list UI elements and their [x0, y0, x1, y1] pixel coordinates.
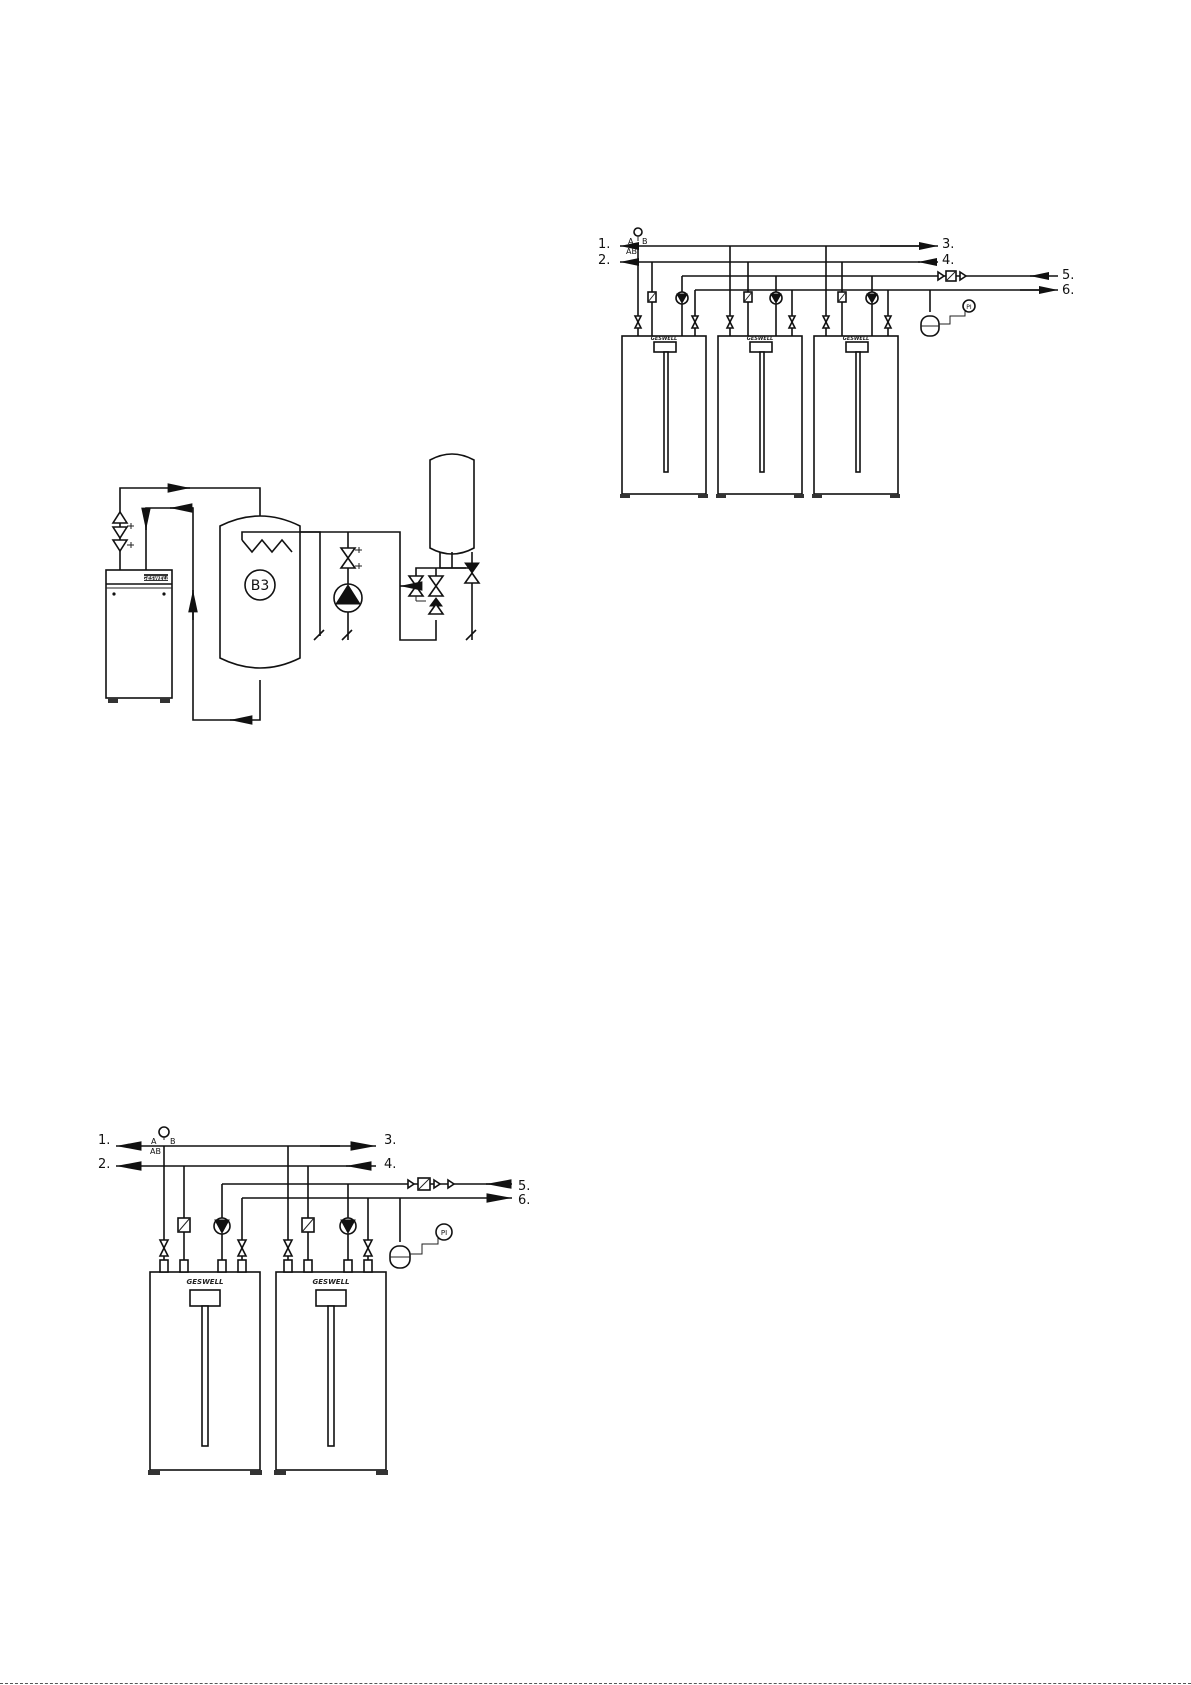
- line-label-4: 4.: [942, 253, 954, 268]
- line-label-3: 3.: [384, 1133, 396, 1148]
- shutoff-valve-icon: [341, 548, 355, 568]
- pressure-gauge-label: PI: [441, 1229, 447, 1237]
- unit-1-connections: [648, 262, 688, 336]
- line-label-1: 1.: [98, 1133, 110, 1148]
- buffer-tank-b3: B3: [220, 516, 320, 668]
- mixing-valve-icon: [465, 563, 479, 583]
- dhw-tank: [430, 454, 474, 554]
- line-label-2: 2.: [98, 1157, 110, 1172]
- unit-2-connections: [288, 1146, 368, 1272]
- valve-port-ab: AB: [150, 1147, 161, 1156]
- line-label-5: 5.: [518, 1179, 530, 1194]
- heat-pump-unit-1: GESWELL: [148, 1272, 262, 1475]
- diagram-three-unit-cascade: 1. 2. 3. 4. 5. 6. A B AB PI GESWE: [620, 236, 1080, 516]
- valve-actuator-icon: [159, 1127, 169, 1137]
- brand-logo: GESWELL: [747, 336, 773, 342]
- brand-logo: GESWELL: [313, 1278, 350, 1286]
- check-valve-pair-icon: [429, 576, 443, 614]
- heat-pump-unit-2: GESWELL: [274, 1272, 388, 1475]
- unit-1-connections: [178, 1166, 242, 1272]
- valve-port-b: B: [642, 237, 648, 246]
- valve-port-a: A: [628, 237, 634, 246]
- valve-port-ab: AB: [626, 247, 637, 256]
- unit-shutoff-valves: [635, 316, 891, 328]
- brand-logo: GESWELL: [651, 336, 677, 342]
- heat-pump-unit-1: GESWELL: [620, 336, 708, 498]
- line-label-2: 2.: [598, 253, 610, 268]
- heat-pump-unit-3: GESWELL: [812, 336, 900, 498]
- brand-logo: GESWELL: [187, 1278, 224, 1286]
- page-bottom-rule: [0, 1683, 1191, 1684]
- pressure-gauge-label: PI: [966, 304, 972, 311]
- unit-shutoff-valves: [160, 1240, 372, 1256]
- unit-2-connections: [730, 246, 792, 336]
- valve-port-a: A: [151, 1137, 157, 1146]
- expansion-vessel-icon: PI: [390, 1198, 452, 1268]
- unit-inlet-stubs: [160, 1260, 372, 1272]
- line-label-6: 6.: [518, 1193, 530, 1208]
- valve-port-b: B: [170, 1137, 176, 1146]
- line-label-1: 1.: [598, 237, 610, 252]
- circulation-pump-icon: [334, 584, 362, 612]
- line-label-4: 4.: [384, 1157, 396, 1172]
- diagram-buffer-tank-circuit: GESWELL B3: [100, 470, 540, 760]
- brand-logo: GESWELL: [143, 576, 169, 582]
- valve-actuator-icon: [634, 228, 642, 236]
- diagram-two-unit-cascade: 1. 2. 3. 4. 5. 6. A B AB PI GESWELL: [150, 1120, 550, 1480]
- line-label-3: 3.: [942, 237, 954, 252]
- heat-pump-unit-small: GESWELL: [106, 570, 172, 703]
- expansion-vessel-icon: PI: [921, 290, 975, 336]
- safety-valve-icon: [400, 576, 426, 601]
- unit-3-connections: [826, 246, 888, 336]
- line-label-5: 5.: [1062, 268, 1074, 283]
- shutoff-valve-pair-icon: [113, 512, 134, 551]
- heat-pump-unit-2: GESWELL: [716, 336, 804, 498]
- tank-label: B3: [251, 578, 270, 594]
- brand-logo: GESWELL: [843, 336, 869, 342]
- line-label-6: 6.: [1062, 283, 1074, 298]
- inlet-filter-assembly-icon: [938, 271, 966, 281]
